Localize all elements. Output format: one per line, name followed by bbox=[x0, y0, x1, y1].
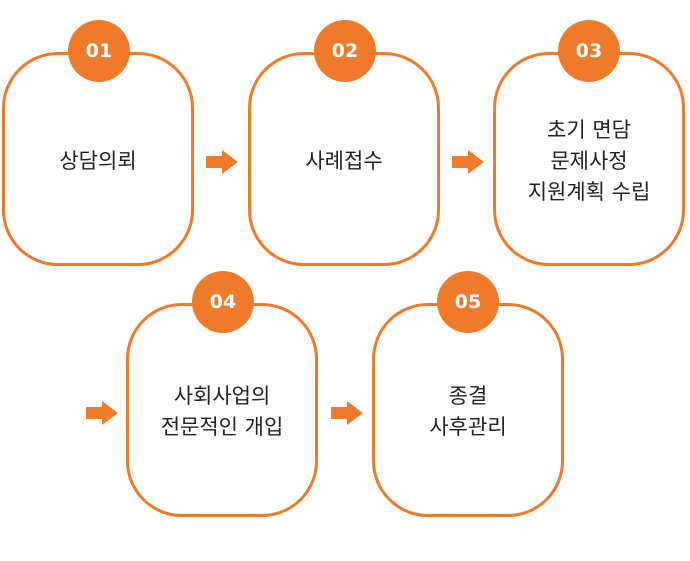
step-4-number-badge: 04 bbox=[192, 271, 254, 333]
step-5-number-badge: 05 bbox=[437, 271, 499, 333]
step-2-label: 사례접수 bbox=[305, 148, 383, 173]
arrow-right-icon bbox=[452, 150, 484, 174]
step-2-card: 사례접수 bbox=[248, 52, 440, 266]
arrow-right-icon bbox=[331, 401, 363, 425]
step-3-label: 초기 면담 문제사정 지원계획 수립 bbox=[527, 117, 651, 204]
arrow-right-icon bbox=[206, 150, 238, 174]
step-4-card: 사회사업의 전문적인 개입 bbox=[126, 303, 318, 517]
step-3-number-badge: 03 bbox=[558, 20, 620, 82]
step-3-card: 초기 면담 문제사정 지원계획 수립 bbox=[493, 52, 685, 266]
step-4-label: 사회사업의 전문적인 개입 bbox=[160, 384, 284, 439]
step-1-card: 상담의뢰 bbox=[2, 52, 194, 266]
step-5-label: 종결 사후관리 bbox=[429, 384, 507, 439]
step-1-label: 상담의뢰 bbox=[59, 148, 137, 173]
step-1-number-badge: 01 bbox=[68, 20, 130, 82]
step-2-number-badge: 02 bbox=[314, 20, 376, 82]
arrow-right-icon bbox=[86, 401, 118, 425]
step-5-card: 종결 사후관리 bbox=[372, 303, 564, 517]
